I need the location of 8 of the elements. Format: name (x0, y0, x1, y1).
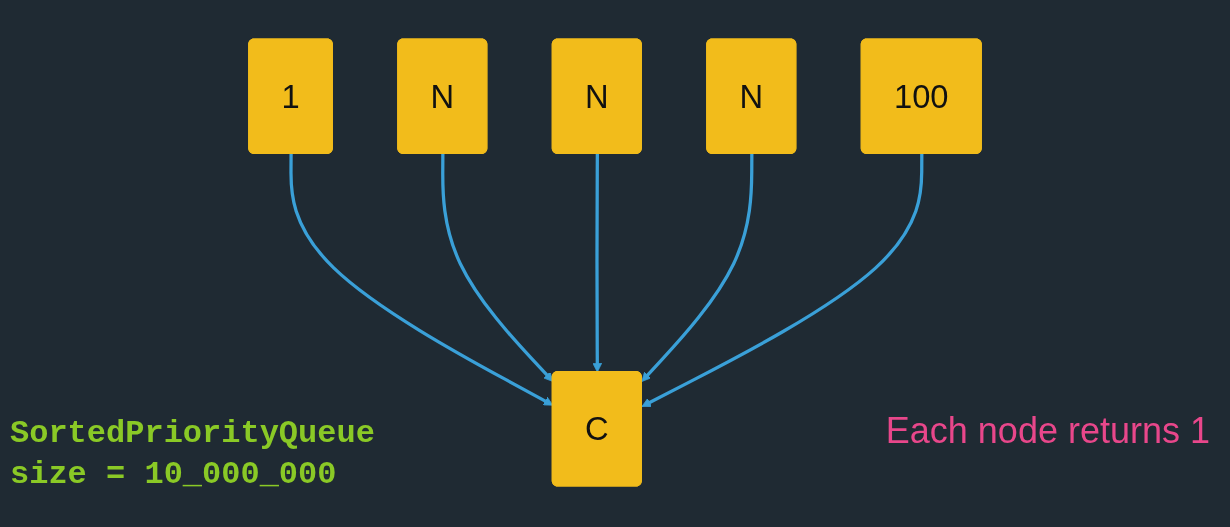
arrow (641, 154, 924, 407)
note-text: Each node returns 1 (885, 410, 1210, 452)
code-text: size = 10_000_000 (10, 456, 338, 493)
arrow (441, 154, 554, 382)
code-text: SortedPriorityQueue (10, 415, 375, 452)
arrow (641, 154, 754, 382)
arrow (289, 154, 554, 406)
arrow (592, 154, 603, 373)
